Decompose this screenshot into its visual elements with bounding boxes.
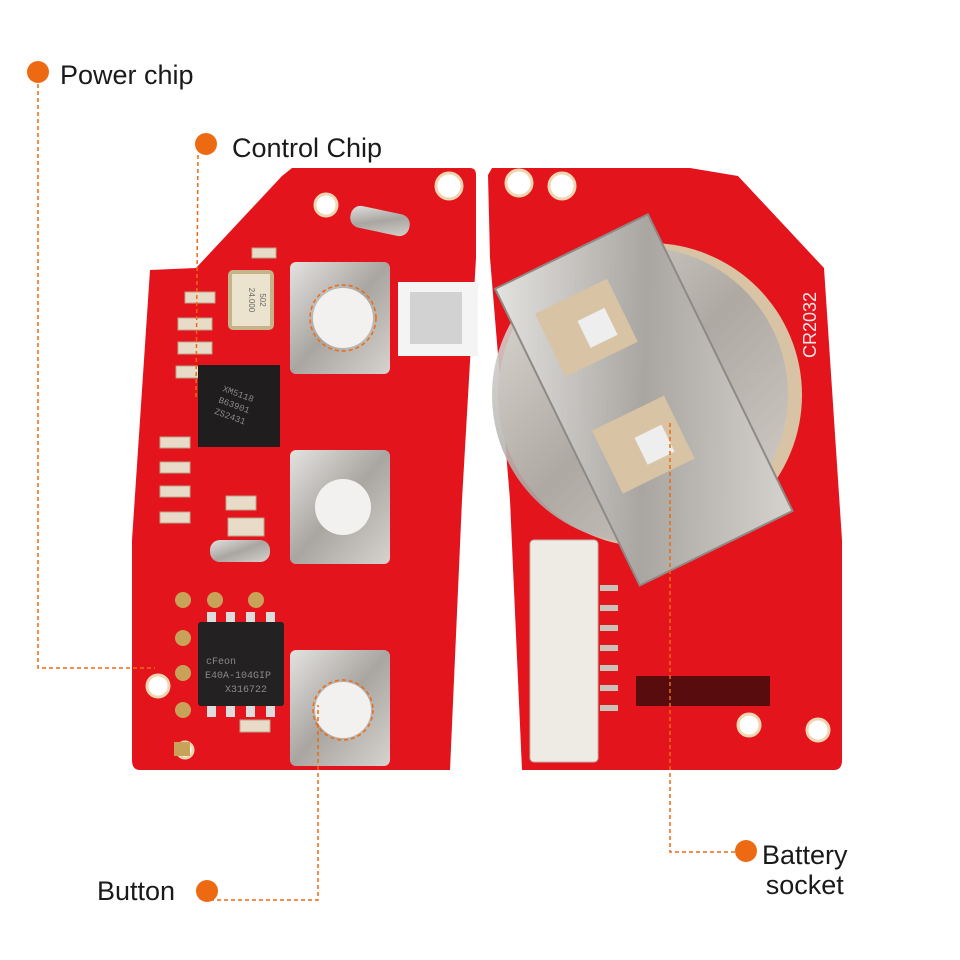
battery-socket-marker — [735, 840, 757, 862]
control-chip-label: Control Chip — [232, 133, 383, 163]
control-chip — [198, 365, 280, 447]
eeprom-marking-3: X316722 — [225, 685, 267, 696]
eeprom-marking: cFeon — [206, 657, 236, 668]
button-marker — [196, 880, 218, 902]
eeprom-chip — [198, 622, 284, 706]
eeprom-marking-2: E40A-104GIP — [205, 671, 271, 682]
battery-socket-label-line2: socket — [765, 870, 844, 900]
annotation-lines — [37, 84, 735, 901]
control-chip-marker — [195, 133, 217, 155]
battery-socket-label: Battery socket — [762, 840, 848, 900]
power-chip-marker — [27, 61, 49, 83]
power-chip-label: Power chip — [60, 60, 194, 90]
crystal-marking: 24.000 — [247, 288, 256, 313]
button-label: Button — [97, 876, 176, 906]
crystal — [228, 270, 274, 330]
connector — [529, 539, 599, 763]
tact-buttons — [290, 262, 390, 766]
crystal-marking-2: 502 — [258, 293, 267, 307]
battery-socket-label-line1: Battery — [762, 840, 848, 870]
battery-type-marking: CR2032 — [800, 292, 820, 358]
